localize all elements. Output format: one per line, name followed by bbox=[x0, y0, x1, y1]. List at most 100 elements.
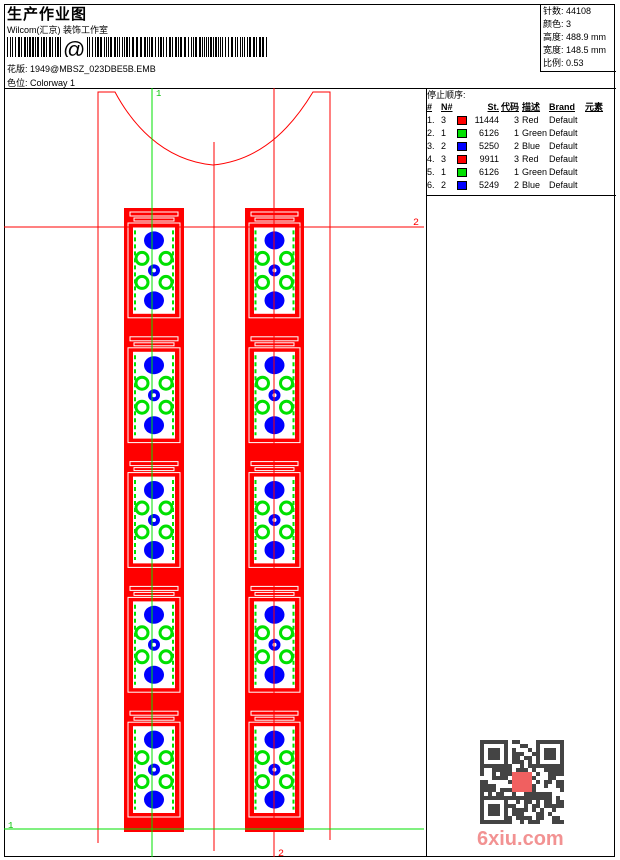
file-name: 1949@MBSZ_023DBE5B.EMB bbox=[30, 64, 156, 74]
barcode-bar bbox=[247, 37, 248, 57]
qr-module bbox=[560, 772, 564, 776]
qr-module bbox=[520, 796, 524, 800]
qr-module bbox=[560, 768, 564, 772]
qr-module bbox=[560, 756, 564, 760]
row-code: 3 bbox=[513, 115, 519, 125]
qr-module bbox=[552, 804, 556, 808]
qr-module bbox=[492, 764, 496, 768]
neckline-path bbox=[97, 91, 331, 843]
qr-module bbox=[488, 784, 492, 788]
qr-module bbox=[488, 804, 492, 808]
qr-module bbox=[520, 812, 524, 816]
qr-module bbox=[480, 752, 484, 756]
qr-module bbox=[540, 808, 544, 812]
inner-frame bbox=[127, 472, 181, 568]
qr-module bbox=[560, 752, 564, 756]
qr-module bbox=[520, 808, 524, 812]
qr-module bbox=[524, 808, 528, 812]
qr-module bbox=[504, 816, 508, 820]
qr-module bbox=[548, 752, 552, 756]
barcode-bar bbox=[108, 37, 109, 57]
qr-module bbox=[548, 748, 552, 752]
col-element: 元素 bbox=[585, 102, 604, 112]
barcode-bar bbox=[204, 37, 205, 57]
qr-module bbox=[528, 764, 532, 768]
barcode-bar bbox=[225, 37, 226, 57]
barcode-bar bbox=[12, 37, 13, 57]
row-stitches: 5250 bbox=[478, 141, 499, 151]
qr-module bbox=[480, 740, 484, 744]
row-code: 2 bbox=[513, 141, 519, 151]
file-label: 花版: bbox=[7, 64, 28, 74]
qr-module bbox=[512, 796, 516, 800]
qr-module bbox=[496, 808, 500, 812]
color-swatch bbox=[457, 168, 467, 178]
row-swatch bbox=[457, 114, 469, 127]
qr-module bbox=[548, 780, 552, 784]
qr-module bbox=[504, 812, 508, 816]
qr-module bbox=[528, 760, 532, 764]
qr-module bbox=[520, 752, 524, 756]
qr-module bbox=[520, 768, 524, 772]
guide-label-2-right: 2 bbox=[413, 218, 419, 229]
barcode-bar bbox=[49, 37, 51, 57]
qr-module bbox=[492, 812, 496, 816]
qr-module bbox=[544, 804, 548, 808]
qr-module bbox=[512, 748, 516, 752]
stop-row: 3. 2 5250 2 Blue Default bbox=[427, 140, 611, 153]
qr-module bbox=[560, 748, 564, 752]
qr-module bbox=[480, 804, 484, 808]
qr-module bbox=[480, 744, 484, 748]
qr-module bbox=[540, 764, 544, 768]
qr-module bbox=[504, 740, 508, 744]
row-swatch bbox=[457, 179, 469, 192]
guide-label-1-top: 1 bbox=[156, 89, 161, 99]
qr-module bbox=[504, 776, 508, 780]
embroidery-panel bbox=[127, 461, 181, 568]
barcode-bar bbox=[140, 37, 142, 57]
row-brand: Default bbox=[549, 154, 578, 164]
qr-module bbox=[508, 796, 512, 800]
qr-module bbox=[492, 776, 496, 780]
qr-module bbox=[548, 772, 552, 776]
qr-module bbox=[532, 764, 536, 768]
qr-module bbox=[548, 796, 552, 800]
qr-module bbox=[516, 752, 520, 756]
qr-module bbox=[524, 756, 528, 760]
barcode-bar bbox=[104, 37, 105, 57]
blue-flower bbox=[144, 665, 164, 684]
col-index: # bbox=[427, 102, 433, 112]
barcode-bar bbox=[235, 37, 236, 57]
blue-flower bbox=[144, 790, 164, 809]
qr-module bbox=[524, 796, 528, 800]
qr-module bbox=[488, 752, 492, 756]
neckline-outline bbox=[97, 91, 331, 851]
qr-module bbox=[536, 748, 540, 752]
qr-module bbox=[504, 800, 508, 804]
qr-module bbox=[552, 808, 556, 812]
qr-module bbox=[536, 812, 540, 816]
qr-module bbox=[508, 772, 512, 776]
page-frame bbox=[4, 4, 615, 857]
qr-module bbox=[516, 808, 520, 812]
stop-row: 5. 1 6126 1 Green Default bbox=[427, 166, 611, 179]
barcode-bar bbox=[244, 37, 245, 57]
barcode-bar bbox=[24, 37, 26, 57]
qr-module bbox=[552, 740, 556, 744]
qr-module bbox=[552, 752, 556, 756]
qr-module bbox=[500, 792, 504, 796]
qr-module bbox=[500, 764, 504, 768]
qr-module bbox=[532, 768, 536, 772]
qr-module bbox=[500, 776, 504, 780]
barcode-bar bbox=[249, 37, 251, 57]
row-needle: 3 bbox=[441, 115, 447, 125]
barcode-bar bbox=[195, 37, 197, 57]
stop-row: 6. 2 5249 2 Blue Default bbox=[427, 179, 611, 192]
col-stitches: St. bbox=[487, 102, 499, 112]
barcode-bar bbox=[191, 37, 192, 57]
embroidery-panel bbox=[127, 211, 181, 319]
qr-module bbox=[532, 792, 536, 796]
seal-stamp bbox=[512, 772, 532, 792]
blue-flower bbox=[144, 416, 164, 435]
row-needle: 2 bbox=[441, 141, 447, 151]
